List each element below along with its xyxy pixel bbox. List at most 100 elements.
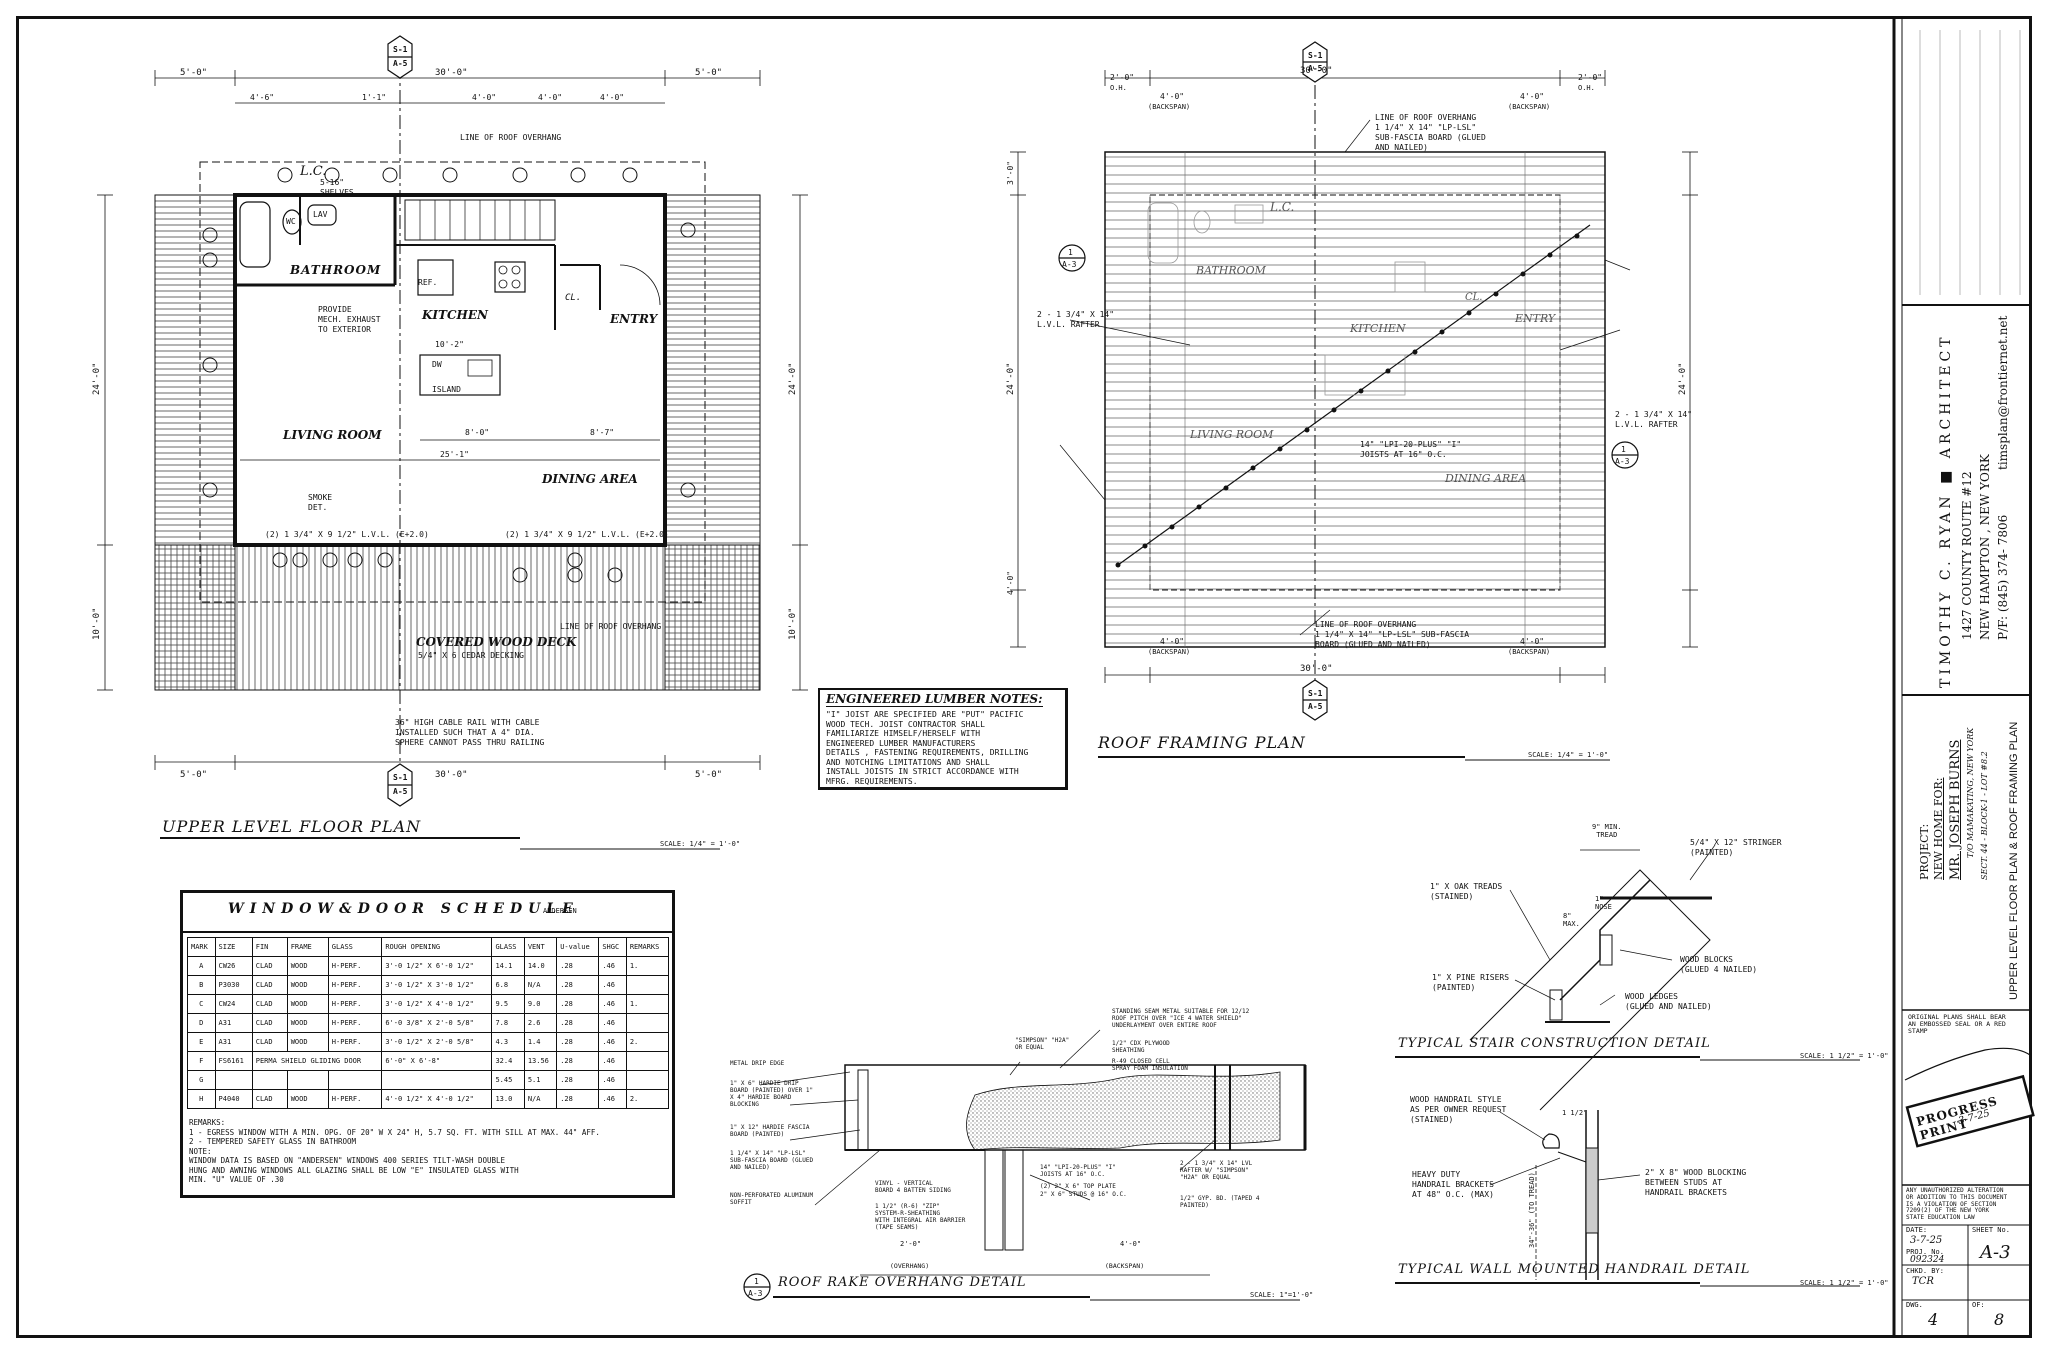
- rake-note-fascia: 1" X 12" HARDIE FASCIA BOARD (PAINTED): [730, 1124, 810, 1138]
- architect-email: timsplan@frontiernet.net: [1996, 315, 2010, 470]
- mark-cell: B: [187, 975, 216, 995]
- table-cell: H-PERF.: [327, 1032, 383, 1052]
- room-label-entry: ENTRY: [610, 312, 658, 326]
- table-cell: .28: [556, 1051, 600, 1071]
- tag-upper-top-sheet: A-5: [393, 59, 408, 68]
- table-cell: .28: [556, 1070, 600, 1090]
- rake-note-zip: 1 1/2" (R-6) "ZIP" SYSTEM-R-SHEATHING WI…: [875, 1203, 966, 1231]
- table-cell: 1.4: [523, 1032, 558, 1052]
- of-value: 8: [1994, 1310, 2005, 1329]
- roof-room-kitchen: KITCHEN: [1350, 322, 1406, 335]
- table-cell: [251, 1070, 288, 1090]
- table-cell: 32.4: [491, 1051, 525, 1071]
- closet-label: CL.: [565, 293, 582, 303]
- roof-tag-bot-num: S-1: [1308, 689, 1323, 698]
- deck-bottom: [154, 544, 761, 691]
- roof-dim-left-main: 24'-0": [1006, 362, 1016, 395]
- table-cell: H-PERF.: [327, 975, 383, 995]
- section-tag-upper-top: [387, 35, 413, 79]
- table-cell: .28: [556, 994, 600, 1014]
- table-cell: 14.1: [491, 956, 525, 976]
- room-label-bathroom: BATHROOM: [290, 263, 382, 277]
- table-cell: 6'-0 3/8" X 2'-0 5/8": [381, 1013, 493, 1033]
- section-tag-roof-bottom: [1302, 679, 1328, 721]
- dim-seg1: 4'-6": [250, 93, 275, 102]
- roof-dim-oh-right: O.H.: [1578, 84, 1595, 92]
- title-block-frame: [1892, 16, 2035, 1338]
- dim-right-2: 10'-0": [788, 607, 798, 640]
- table-cell: A31: [214, 1013, 253, 1033]
- roof-rake-detail: [759, 1029, 1307, 1301]
- roof-dim-bot-mid: 30'-0": [1300, 664, 1333, 674]
- table-cell: WOOD: [286, 1032, 329, 1052]
- room-label-dining: DINING AREA: [542, 472, 638, 486]
- rake-note-joists: 14" "LPI-20-PLUS" "I" JOISTS AT 16" O.C.: [1040, 1164, 1116, 1178]
- table-cell: WOOD: [286, 994, 329, 1014]
- dim-seg5: 4'-0": [600, 93, 625, 102]
- table-cell: .46: [598, 1089, 627, 1109]
- upper-plan-title: UPPER LEVEL FLOOR PLAN: [162, 817, 422, 836]
- note-lvl-left: (2) 1 3/4" X 9 1/2" L.V.L. (E+2.0): [265, 530, 429, 539]
- roof-room-cl: CL.: [1465, 292, 1483, 303]
- mark-cell: F: [187, 1051, 216, 1071]
- schedule-title: WINDOW&DOOR SCHEDULE: [228, 901, 579, 917]
- mark-cell: C: [187, 994, 216, 1014]
- roof-room-living: LIVING ROOM: [1190, 428, 1274, 441]
- dim-mid1: 10'-2": [435, 340, 464, 349]
- lav-label: LAV: [313, 210, 328, 219]
- table-cell: 3'-0 1/2" X 3'-0 1/2": [381, 975, 493, 995]
- table-cell: 6.8: [491, 975, 525, 995]
- table-cell: CW24: [214, 994, 253, 1014]
- schedule-brand: ANDERSEN: [543, 907, 577, 915]
- table-cell: .46: [598, 1070, 627, 1090]
- handrail-detail-scale: SCALE: 1 1/2" = 1'-0": [1800, 1279, 1889, 1287]
- roof-note-joists: 14" "LPI-20-PLUS" "I" JOISTS AT 16" O.C.: [1360, 440, 1462, 459]
- table-cell: P4040: [214, 1089, 253, 1109]
- mark-cell: G: [187, 1070, 216, 1090]
- roof-tag-top-num: S-1: [1308, 51, 1323, 60]
- architect-city: NEW HAMPTON , NEW YORK: [1978, 454, 1992, 640]
- dim-mid4: 25'-1": [440, 450, 469, 459]
- roof-room-bathroom: BATHROOM: [1196, 264, 1266, 277]
- stair-note-stringer: 5/4" X 12" STRINGER (PAINTED): [1690, 838, 1782, 857]
- sheet-no-label: SHEET No.: [1972, 1226, 2010, 1234]
- rake-detail-scale: SCALE: 1"=1'-0": [1250, 1291, 1314, 1299]
- roof-dim-bot-backspan-right: 4'-0": [1520, 637, 1545, 646]
- dim-mid3: 8'-7": [590, 428, 615, 437]
- rake-dim-backspan-label: (BACKSPAN): [1105, 1262, 1145, 1270]
- table-cell: WOOD: [286, 1013, 329, 1033]
- schedule-header-row: MARK SIZE FIN FRAME GLASS ROUGH OPENING …: [187, 937, 670, 957]
- note-cable-rail: 36" HIGH CABLE RAIL WITH CABLE INSTALLED…: [395, 718, 545, 747]
- rake-note-metal-roof: STANDING SEAM METAL SUITABLE FOR 12/12 R…: [1112, 1008, 1250, 1029]
- roof-room-lc: L.C.: [1270, 200, 1295, 214]
- roof-backspan-left-label: (BACKSPAN): [1148, 103, 1191, 111]
- table-cell: [625, 975, 670, 995]
- schedule-header: WINDOW&DOOR SCHEDULE ANDERSEN: [183, 893, 672, 933]
- rake-dim-backspan: 4'-0": [1120, 1240, 1142, 1248]
- table-cell: .28: [556, 1032, 600, 1052]
- roof-note-rafter-right: 2 - 1 3/4" X 14" L.V.L. RAFTER: [1615, 410, 1693, 429]
- table-cell: [381, 1070, 493, 1090]
- date-label: DATE:: [1906, 1226, 1928, 1234]
- schedule-table: MARK SIZE FIN FRAME GLASS ROUGH OPENING …: [187, 937, 670, 1109]
- col-shgc: SHGC: [598, 937, 627, 957]
- note-exhaust: PROVIDE MECH. EXHAUST TO EXTERIOR: [318, 305, 381, 334]
- col-uvalue: U-value: [556, 937, 600, 957]
- handrail-note-height: 34"-36" (TO TREAD): [1528, 1172, 1536, 1248]
- room-label-living: LIVING ROOM: [283, 428, 382, 442]
- table-cell: 3'-0 1/2" X 6'-0 1/2": [381, 956, 493, 976]
- handrail-note-gap: 1 1/2": [1562, 1109, 1588, 1117]
- architect-address: 1427 COUNTY ROUTE #12: [1960, 471, 1974, 640]
- table-cell: .46: [598, 975, 627, 995]
- table-cell: H-PERF.: [327, 994, 383, 1014]
- rake-note-sub-fascia: 1 1/4" X 14" "LP-LSL" SUB-FASCIA BOARD (…: [730, 1150, 814, 1171]
- col-fin: FIN: [251, 937, 288, 957]
- project-location: T/O MAMAKATING, NEW YORK: [1966, 727, 1975, 858]
- client-name: MR. JOSEPH BURNS: [1948, 739, 1963, 880]
- architect-phone: P/F: (845) 374- 7806: [1996, 514, 2010, 640]
- table-cell: CW26: [214, 956, 253, 976]
- date-value: 3-7-25: [1910, 1235, 1943, 1246]
- rake-note-insulation: R-49 CLOSED CELL SPRAY FOAM INSULATION: [1112, 1058, 1188, 1072]
